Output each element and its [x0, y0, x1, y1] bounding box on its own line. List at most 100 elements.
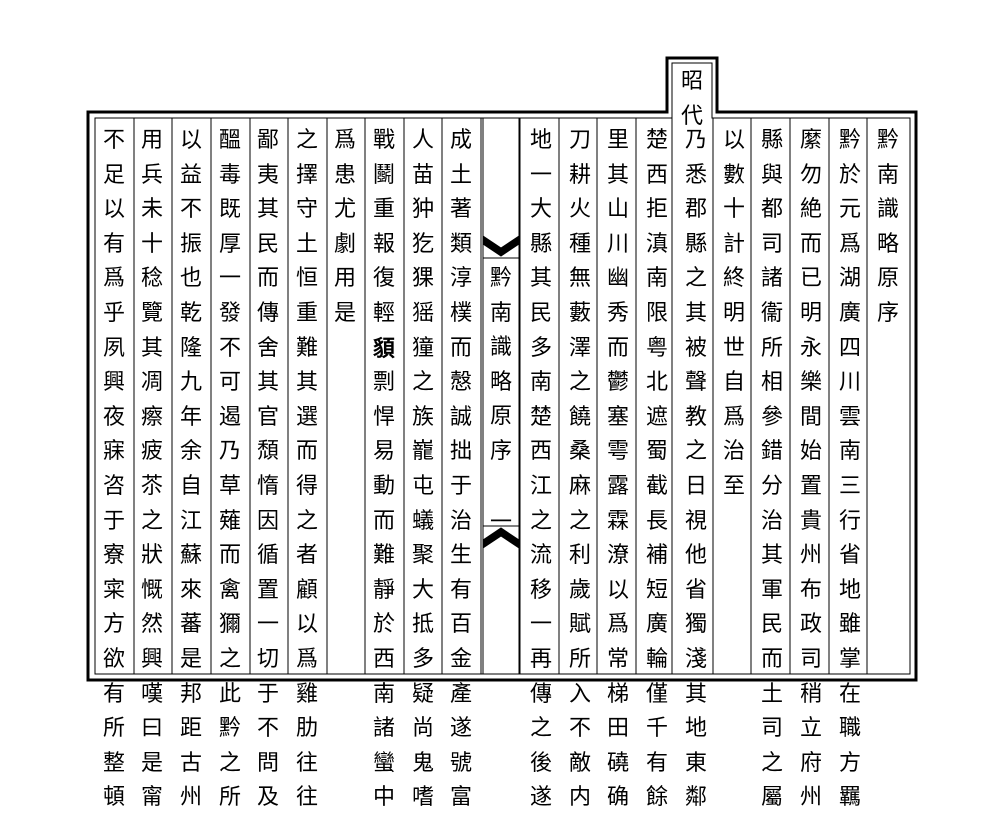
column-char: 樸	[449, 300, 472, 326]
column-char: 樂	[799, 370, 822, 396]
column-char: 政	[799, 612, 822, 638]
column-char: 治	[760, 508, 783, 534]
column-char: 也	[179, 266, 202, 292]
column-char: 振	[179, 231, 202, 257]
column-char: 蠻	[372, 750, 395, 776]
column-char: 湖	[838, 266, 861, 292]
column-char: 楚	[645, 128, 668, 153]
column-char: 于	[256, 681, 279, 707]
column-char: 之	[295, 508, 318, 534]
column-char: 而	[218, 543, 241, 569]
column-char: 嘆	[140, 681, 163, 707]
column-char: 澤	[568, 335, 591, 361]
column-char: 聚	[411, 543, 434, 569]
column-char: 巃	[411, 439, 434, 465]
column-char: 至	[722, 473, 745, 499]
column-char: 于	[449, 473, 472, 499]
column-char: 補	[645, 543, 668, 569]
column-char: 數	[722, 162, 745, 188]
column-char: 禽	[218, 577, 241, 603]
column-char: 藪	[568, 300, 591, 326]
column-char: 南	[876, 162, 899, 188]
column-char: 諸	[760, 266, 783, 292]
column-char: 興	[102, 370, 125, 396]
column-char: 之	[218, 750, 241, 776]
column-char: 苶	[140, 473, 163, 499]
column-char: 產	[449, 681, 472, 707]
column-char: 拙	[449, 439, 472, 465]
column-char: 明	[799, 300, 822, 326]
column-char: 得	[295, 473, 318, 499]
column-char: 寐	[102, 439, 125, 465]
column-char: 西	[529, 439, 552, 465]
column-char: 鄙	[256, 128, 279, 153]
column-char: 軍	[760, 577, 783, 603]
column-char: 而	[295, 439, 318, 465]
column-char: 頹	[256, 439, 279, 465]
column-char: 雲	[838, 404, 861, 430]
column-char: 凋	[140, 370, 163, 396]
column-char: 省	[838, 543, 861, 569]
text-column: 之擇守土恒重難其選而得之者顧以爲雞肋往往	[289, 124, 325, 816]
column-char: 之	[529, 716, 552, 742]
column-char: 黔	[218, 716, 241, 742]
column-char: 西	[645, 162, 668, 188]
column-char: 邦	[179, 681, 202, 707]
column-char: 來	[179, 577, 202, 603]
column-char: 者	[295, 543, 318, 569]
column-char: 序	[876, 300, 899, 326]
column-char: 獨	[684, 612, 707, 638]
column-char: 計	[722, 231, 745, 257]
column-char: 内	[568, 785, 591, 811]
column-char: 乾	[179, 300, 202, 326]
column-char: 難	[372, 543, 395, 569]
column-char: 終	[722, 266, 745, 292]
column-char: 廣	[838, 300, 861, 326]
fold-title-char: 黔	[489, 266, 512, 291]
column-char: 曰	[140, 716, 163, 742]
column-char: 十	[140, 231, 163, 257]
column-char: 而	[449, 335, 472, 361]
column-char: 被	[684, 335, 707, 361]
column-char: 磽	[606, 750, 629, 776]
column-char: 是	[140, 750, 163, 776]
column-char: 治	[449, 508, 472, 534]
column-char: 獮	[218, 612, 241, 638]
column-char: 毒	[218, 162, 241, 188]
column-char: 無	[568, 266, 591, 292]
fold-marks	[482, 235, 520, 549]
column-char: 霖	[606, 508, 629, 534]
column-char: 抵	[411, 612, 434, 638]
text-column: 人苗狆犵猓猺獞之族巃屯蟻聚大抵多疑尚鬼嗜	[405, 124, 441, 816]
column-char: 遂	[449, 716, 472, 742]
column-char: 以	[606, 577, 629, 603]
column-char: 爲	[102, 266, 125, 292]
column-char: 寀	[102, 577, 125, 603]
column-char: 入	[568, 681, 591, 707]
column-char: 限	[645, 300, 668, 326]
column-char: 有	[449, 577, 472, 603]
column-char: 諸	[372, 716, 395, 742]
column-char: 常	[606, 646, 629, 672]
column-char: 於	[372, 612, 395, 638]
column-char: 蕃	[179, 612, 202, 638]
column-char: 族	[411, 404, 434, 430]
column-char: 距	[179, 716, 202, 742]
column-char: 人	[411, 128, 434, 153]
column-char: 復	[372, 266, 395, 292]
column-char: 南	[645, 266, 668, 292]
column-char: 司	[760, 231, 783, 257]
column-char: 擇	[295, 162, 318, 188]
column-char: 苗	[411, 162, 434, 188]
column-char: 尚	[411, 716, 434, 742]
column-char: 傳	[529, 681, 552, 707]
text-column: 以數十計終明世自爲治至	[716, 124, 752, 505]
column-char: 患	[333, 162, 356, 188]
column-char: 恒	[295, 266, 318, 292]
column-char: 貴	[799, 508, 822, 534]
column-char: 往	[295, 750, 318, 776]
column-char: 選	[295, 404, 318, 430]
column-char: 行	[838, 508, 861, 534]
column-char: 耕	[568, 162, 591, 188]
column-char: 及	[256, 785, 279, 811]
